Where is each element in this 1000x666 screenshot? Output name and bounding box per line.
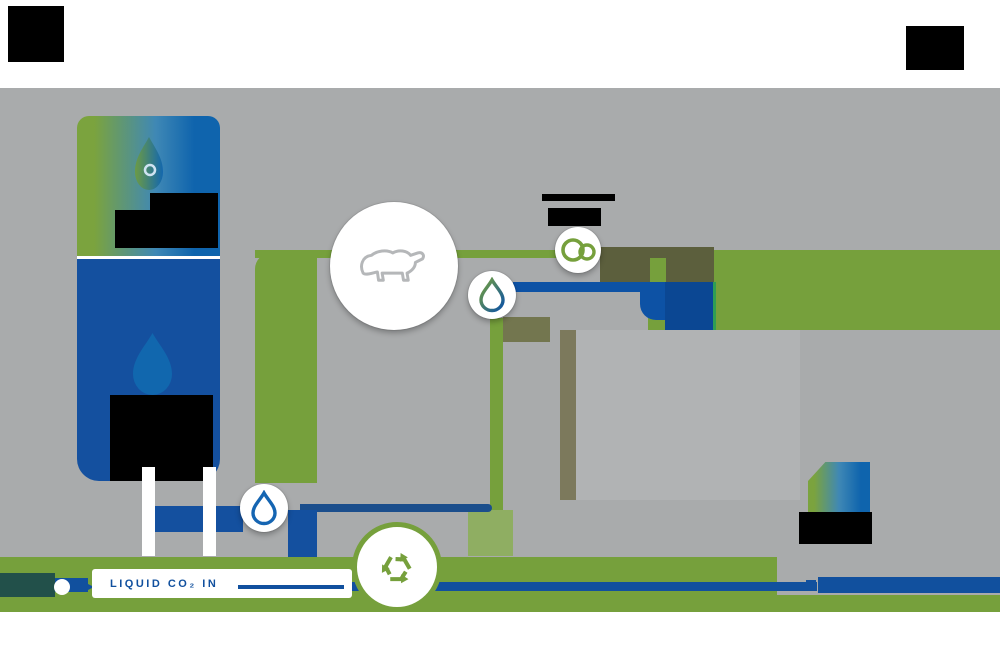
tank-upper-label-block — [115, 210, 218, 248]
water-drop-badge-tank — [240, 484, 288, 532]
gradient-mark-icon — [808, 462, 870, 512]
co2-circle-label-block-2 — [548, 208, 601, 226]
co2-molecule-badge — [555, 227, 601, 273]
water-drop-badge-junction — [468, 271, 516, 319]
recycle-icon — [381, 553, 412, 584]
line-dark-segment — [0, 573, 55, 597]
under-tank-manifold-right — [288, 510, 317, 557]
polar-bear-badge — [330, 202, 458, 330]
gradient-water-drop-icon — [479, 277, 505, 313]
co2-molecule-icon — [561, 238, 596, 262]
blue-pipe-horizontal — [513, 282, 645, 292]
water-droplet-icon — [133, 333, 172, 395]
line-dash — [788, 582, 797, 587]
top-left-logo-block — [8, 6, 64, 62]
recycle-badge — [352, 522, 442, 612]
liquid-co2-label-text: LIQUID CO₂ IN — [110, 577, 219, 590]
navy-return-pipe — [300, 504, 492, 512]
gradient-droplet-logo — [135, 137, 163, 190]
co2-circle-label-block — [542, 194, 615, 201]
green-pipe-base — [468, 510, 513, 556]
tank-leg-right — [203, 467, 216, 556]
line-dash — [806, 580, 816, 588]
under-tank-manifold — [155, 506, 243, 532]
line-start-bullet — [54, 579, 70, 595]
tank-separator-line — [77, 256, 220, 259]
polar-bear-icon — [360, 249, 425, 282]
liquid-co2-line-right — [818, 577, 1000, 593]
liquid-co2-label: LIQUID CO₂ IN — [92, 569, 352, 598]
green-pipe-vertical — [490, 318, 503, 556]
water-drop-icon — [251, 490, 277, 526]
blue-riser — [665, 282, 713, 330]
label-connector-line — [238, 585, 344, 589]
green-column — [255, 253, 317, 483]
light-panel — [576, 330, 800, 500]
tank-lower-label-block — [110, 395, 213, 481]
pipe-shadow — [503, 317, 550, 342]
top-right-logo-block — [906, 26, 964, 70]
tank-upper-label-block-2 — [150, 193, 218, 211]
riser-edge-line — [713, 282, 716, 330]
lower-right-label-block — [799, 512, 872, 544]
liquid-co2-line — [352, 582, 817, 591]
arrow-icon — [86, 583, 94, 591]
panel-shadow-bar — [560, 330, 576, 500]
green-ground-bar-right — [777, 595, 1000, 612]
tank-leg-left — [142, 467, 155, 556]
